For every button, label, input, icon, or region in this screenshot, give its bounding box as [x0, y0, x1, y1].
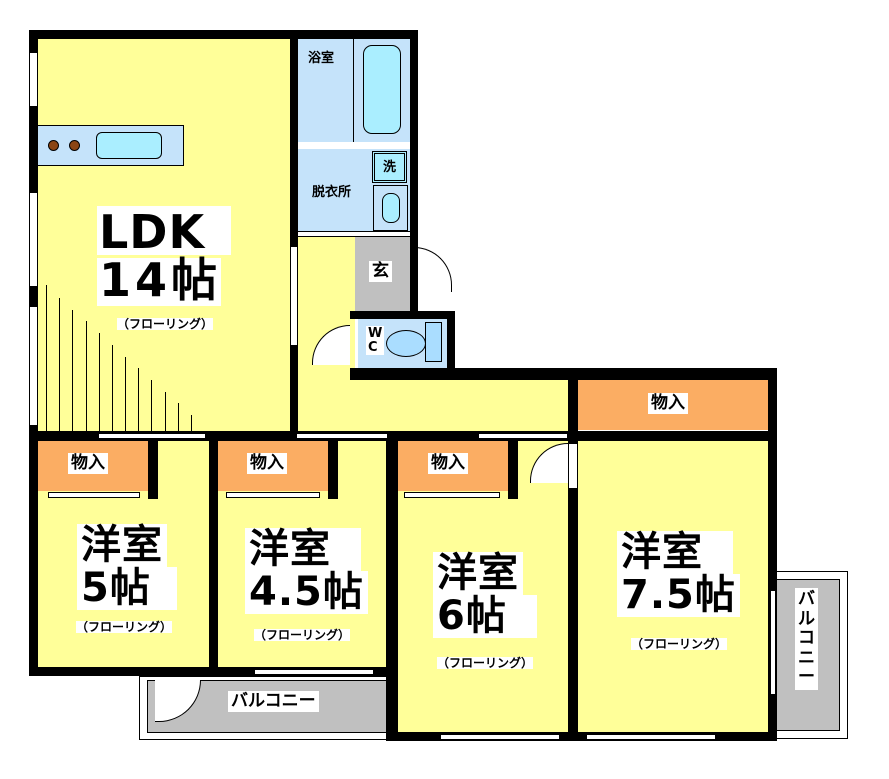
room2-floor-label: （フローリング） — [254, 628, 351, 642]
room3-closet-door[interactable] — [404, 492, 500, 498]
ldk-size-label: 14帖 — [97, 253, 222, 307]
wall — [29, 667, 398, 676]
ldk-window[interactable] — [29, 52, 38, 107]
washer-label: 洗 — [383, 160, 397, 175]
bath-divider — [353, 38, 354, 142]
room3-room4-door-gap[interactable] — [568, 443, 578, 489]
room1-closet-door[interactable] — [48, 492, 140, 498]
wall — [568, 368, 578, 740]
room3-floor-label: （フローリング） — [437, 656, 534, 670]
wall — [148, 441, 158, 499]
balcony-south-label: バルコニー — [228, 691, 319, 712]
corridor-floor — [298, 380, 568, 434]
room1-floor-label: （フローリング） — [76, 620, 173, 634]
wall — [29, 431, 777, 441]
room2-size-label: 4.5帖 — [245, 571, 368, 615]
stove-burner-icon — [69, 140, 80, 151]
wall — [209, 431, 218, 676]
room2-closet-door[interactable] — [226, 492, 320, 498]
toilet-icon — [386, 330, 426, 357]
washroom-sliding-door[interactable] — [298, 231, 410, 237]
vanity-icon — [373, 185, 408, 231]
bathroom-label: 浴室 — [308, 51, 335, 66]
room3-window[interactable] — [440, 734, 560, 740]
room4-size-label: 7.5帖 — [617, 574, 740, 618]
wall — [290, 30, 298, 440]
wc-label: W C — [366, 326, 385, 356]
wall — [350, 368, 777, 380]
ldk-floor-label: （フローリング） — [117, 317, 214, 331]
washing-machine-icon[interactable]: 洗 — [372, 151, 407, 183]
room1-name-label: 洋室 — [77, 524, 167, 568]
room2-sliding-door[interactable] — [296, 433, 388, 439]
ldk-window[interactable] — [29, 192, 38, 287]
wall — [350, 311, 455, 319]
wall — [508, 441, 518, 499]
kitchen-counter — [36, 125, 184, 166]
wall — [386, 431, 398, 740]
bath-door[interactable] — [298, 142, 348, 149]
room1-sliding-door[interactable] — [98, 433, 206, 439]
bathtub-icon — [363, 45, 401, 134]
room1-closet-label: 物入 — [68, 453, 108, 474]
room2-closet-label: 物入 — [247, 453, 287, 474]
sink-icon — [96, 132, 162, 159]
ldk-hall-sliding-door[interactable] — [290, 246, 298, 346]
wall — [386, 732, 777, 741]
wall — [768, 368, 777, 740]
room3-size-label: 6帖 — [433, 595, 537, 639]
room2-balcony-window[interactable] — [254, 669, 374, 675]
room3-sliding-door[interactable] — [478, 433, 568, 439]
toilet-tank-icon — [425, 322, 442, 362]
ldk-window[interactable] — [29, 306, 38, 426]
entrance-label: 玄 — [369, 261, 392, 282]
room3-closet-label: 物入 — [428, 453, 468, 474]
room4-floor-label: （フローリング） — [631, 637, 728, 651]
wall — [328, 441, 338, 499]
wall — [29, 30, 418, 39]
balcony-east-label: バ ル コ ニ ー — [795, 588, 818, 690]
front-door[interactable] — [414, 247, 452, 292]
wall — [410, 30, 418, 311]
room4-window[interactable] — [586, 734, 716, 740]
room4-closet-label: 物入 — [648, 393, 688, 414]
room3-name-label: 洋室 — [433, 552, 523, 596]
ldk-name-label: LDK — [97, 206, 232, 256]
washroom-label: 脱衣所 — [312, 185, 352, 200]
wall — [447, 311, 455, 375]
room1-size-label: 5帖 — [77, 567, 177, 611]
room4-name-label: 洋室 — [617, 531, 733, 575]
room2-name-label: 洋室 — [245, 528, 361, 572]
room4-balcony-window[interactable] — [770, 590, 776, 695]
stove-burner-icon — [48, 140, 59, 151]
